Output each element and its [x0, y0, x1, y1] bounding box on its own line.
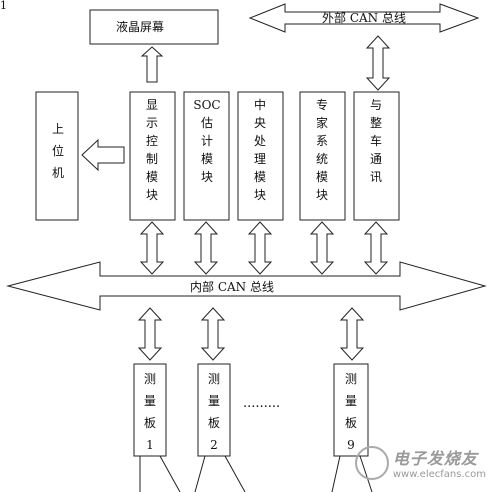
board9-box	[333, 363, 369, 457]
board2-label: 测量板2	[207, 372, 220, 452]
board1-label: 测量板1	[143, 372, 156, 452]
soc-module-label: SOC 估计模块	[190, 96, 224, 186]
vehicle-module-label: 与整车通讯	[369, 98, 382, 184]
cpu-module-label: 中央处理模块	[253, 98, 266, 202]
display-bus-arrow	[139, 221, 165, 275]
vehicle-external-arrow	[365, 35, 391, 91]
board1-box	[133, 363, 167, 457]
expert-module-box	[299, 91, 346, 221]
watermark-title: 电子发烧友	[392, 449, 478, 468]
external-can-bus-label: 外部 CAN 总线	[322, 11, 406, 25]
display-to-lcd-arrow	[140, 46, 164, 83]
internal-can-bus-arrow	[6, 261, 487, 311]
soc-module-box	[183, 91, 230, 221]
expert-module-label: 专家系统模块	[315, 98, 328, 202]
lcd-label: 液晶屏幕	[116, 20, 165, 34]
display-module-label: 显示控制模块	[145, 98, 158, 202]
expert-bus-arrow	[309, 221, 335, 275]
display-to-host-arrow	[81, 138, 125, 172]
external-can-bus-arrow	[248, 3, 480, 33]
watermark-url: www.elecfans.com	[392, 469, 486, 480]
soc-module-text-char: 模	[200, 152, 213, 166]
soc-module-text-head: SOC	[193, 98, 221, 112]
board9-bus-arrow	[339, 307, 365, 361]
board-ellipsis: .........	[243, 396, 281, 411]
board2-leg-left	[194, 455, 206, 492]
watermark-logo-icon	[354, 445, 389, 480]
soc-bus-arrow	[193, 221, 219, 275]
board2-leg-right	[224, 455, 246, 492]
board1-bus-arrow	[137, 307, 163, 361]
soc-module-text-char: 计	[200, 134, 213, 148]
host-box	[35, 91, 79, 221]
watermark: 电子发烧友 www.elecfans.com	[354, 445, 486, 480]
host-label: 上位机	[51, 122, 64, 180]
vehicle-module-box	[353, 91, 400, 221]
board9-label: 测量板9	[344, 372, 357, 452]
soc-module-text: SOC 估计模块	[190, 96, 224, 186]
corner-mark: 1	[0, 0, 7, 12]
board2-bus-arrow	[200, 307, 226, 361]
internal-can-bus-label: 内部 CAN 总线	[190, 280, 274, 294]
cpu-bus-arrow	[247, 221, 273, 275]
lcd-box	[89, 9, 219, 45]
board1-leg-right	[159, 455, 181, 492]
soc-module-text-char: 块	[200, 170, 213, 184]
vehicle-bus-arrow	[363, 221, 389, 275]
board2-box	[197, 363, 231, 457]
display-module-box	[129, 91, 176, 221]
soc-module-text-char: 估	[200, 116, 213, 130]
cpu-module-box	[237, 91, 284, 221]
board9-leg-left	[331, 455, 341, 492]
